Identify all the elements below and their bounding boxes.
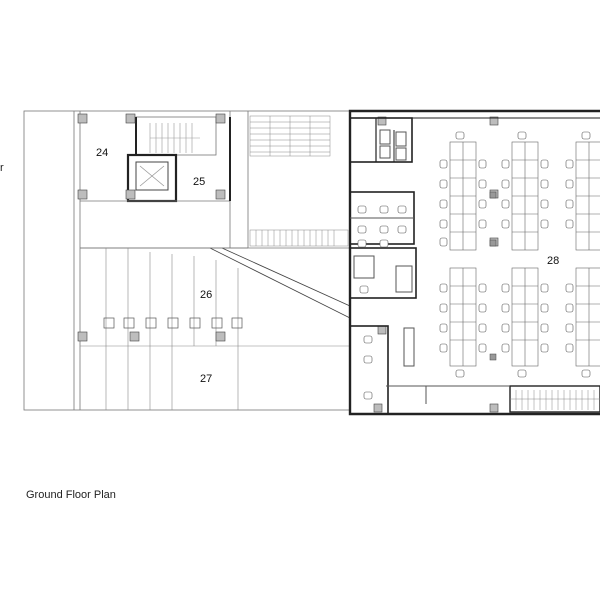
west-wing [23, 110, 351, 411]
stair-treads-lower [249, 229, 349, 247]
cropped-edge-text: r [0, 162, 4, 174]
room-label-25: 25 [193, 176, 205, 188]
east-wing [348, 109, 600, 416]
open-office-desks [449, 141, 600, 367]
structural-columns [77, 113, 499, 413]
wheel-stops [103, 317, 243, 329]
office-column-markers [489, 191, 497, 361]
meeting-room-2 [349, 247, 417, 299]
desk-cluster-2 [511, 141, 539, 251]
wc-block [349, 117, 413, 163]
stair-treads-upper [249, 115, 331, 157]
office-chairs [357, 131, 591, 400]
room-label-24: 24 [96, 147, 108, 159]
room-label-27: 27 [200, 373, 212, 385]
desk-cluster-4 [449, 267, 477, 367]
desk-cluster-5 [511, 267, 539, 367]
room-label-28: 28 [547, 255, 559, 267]
parking-bays [80, 248, 350, 410]
desk-cluster-1 [449, 141, 477, 251]
desk-cluster-3 [575, 141, 600, 251]
private-office [349, 325, 389, 415]
stair-core [135, 116, 217, 156]
plan-caption: Ground Floor Plan [26, 489, 116, 501]
room-labels: 24 25 26 27 28 [96, 147, 559, 385]
room-label-26: 26 [200, 289, 212, 301]
desk-cluster-6 [575, 267, 600, 367]
